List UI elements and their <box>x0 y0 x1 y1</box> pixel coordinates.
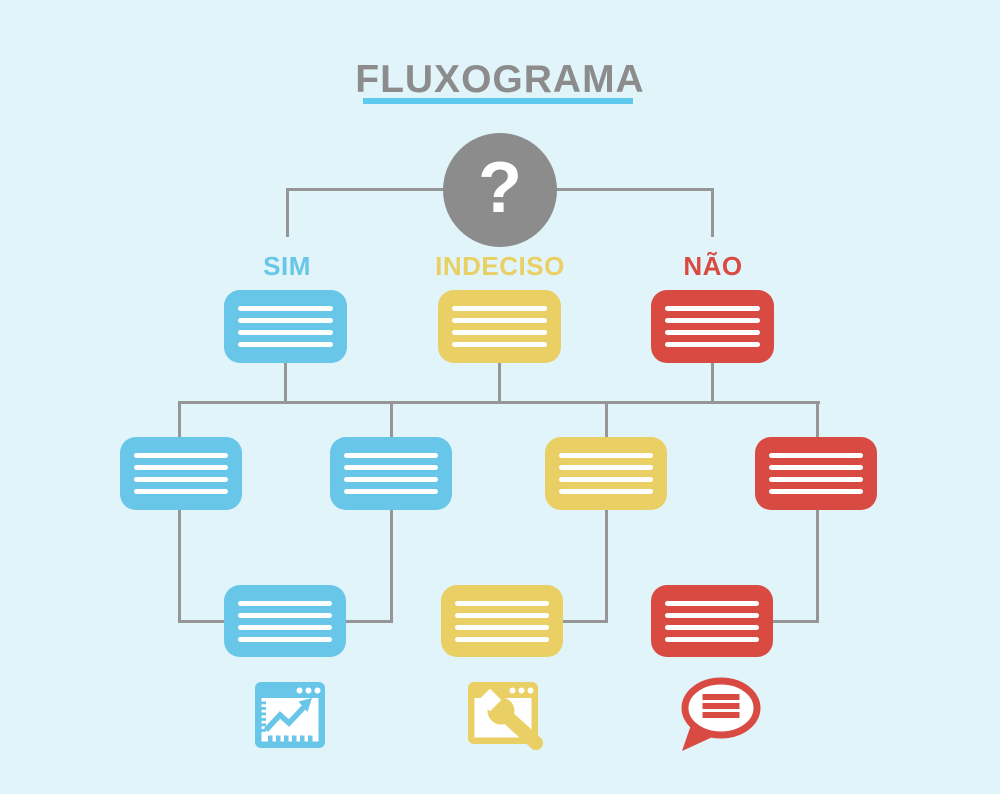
row3-box-2-yellow <box>441 585 563 657</box>
placeholder-text-line <box>344 477 438 482</box>
wrench-window-icon <box>468 682 543 750</box>
connector-row2-drop-3 <box>605 401 608 623</box>
placeholder-text-line <box>559 453 653 458</box>
placeholder-text-line <box>452 330 547 335</box>
placeholder-text-line <box>559 465 653 470</box>
placeholder-text-line <box>769 453 863 458</box>
placeholder-text-line <box>452 306 547 311</box>
placeholder-text-line <box>455 612 549 618</box>
connector-row1-drop-indeciso <box>498 361 501 404</box>
row1-box-3-red <box>651 290 774 363</box>
connector-top-right-drop <box>711 188 714 237</box>
placeholder-text-line <box>559 477 653 482</box>
row1-box-2-yellow <box>438 290 561 363</box>
placeholder-text-line <box>769 489 863 494</box>
placeholder-text-line <box>665 330 760 335</box>
branch-label-indeciso: INDECISO <box>435 251 565 281</box>
placeholder-text-line <box>665 624 759 630</box>
connector-distribution-line <box>178 401 820 404</box>
placeholder-text-line <box>134 465 228 470</box>
placeholder-text-line <box>134 489 228 494</box>
placeholder-text-line <box>344 465 438 470</box>
placeholder-text-line <box>238 342 333 347</box>
placeholder-text-line <box>559 489 653 494</box>
placeholder-text-line <box>769 477 863 482</box>
connector-row1-drop-sim <box>284 361 287 404</box>
connector-row2-drop-2 <box>390 401 393 623</box>
placeholder-text-line <box>665 306 760 311</box>
placeholder-text-line <box>665 318 760 323</box>
placeholder-text-line <box>665 636 759 642</box>
row2-box-3-yellow <box>545 437 667 510</box>
row3-box-3-red <box>651 585 773 657</box>
placeholder-text-line <box>238 624 332 630</box>
row3-box-1-blue <box>224 585 346 657</box>
row2-box-1-blue <box>120 437 242 510</box>
placeholder-text-line <box>455 636 549 642</box>
connector-bottom-link-3 <box>770 620 819 623</box>
connector-row2-drop-4 <box>816 401 819 623</box>
placeholder-text-line <box>455 624 549 630</box>
page-title: FLUXOGRAMA <box>355 58 645 101</box>
question-mark: ? <box>478 148 522 228</box>
row2-box-4-red <box>755 437 877 510</box>
placeholder-text-line <box>238 318 333 323</box>
connector-row1-drop-nao <box>711 361 714 404</box>
placeholder-text-line <box>238 306 333 311</box>
line-chart-window-icon <box>255 682 325 748</box>
title-underline <box>363 98 633 104</box>
placeholder-text-line <box>344 489 438 494</box>
placeholder-text-line <box>134 477 228 482</box>
connector-bottom-link-2 <box>560 620 608 623</box>
placeholder-text-line <box>134 453 228 458</box>
placeholder-text-line <box>238 636 332 642</box>
placeholder-text-line <box>455 600 549 606</box>
branch-label-sim: SIM <box>263 251 311 281</box>
placeholder-text-line <box>238 612 332 618</box>
placeholder-text-line <box>452 318 547 323</box>
placeholder-text-line <box>665 612 759 618</box>
placeholder-text-line <box>665 600 759 606</box>
connector-top-left-drop <box>286 188 289 237</box>
root-question-node: ? <box>443 133 557 247</box>
branch-label-nao: NÃO <box>683 251 743 281</box>
placeholder-text-line <box>238 600 332 606</box>
speech-bubble-icon <box>681 677 761 751</box>
row1-box-1-blue <box>224 290 347 363</box>
placeholder-text-line <box>665 342 760 347</box>
placeholder-text-line <box>344 453 438 458</box>
placeholder-text-line <box>238 330 333 335</box>
row2-box-2-blue <box>330 437 452 510</box>
connector-row2-drop-1 <box>178 401 181 623</box>
placeholder-text-line <box>769 465 863 470</box>
placeholder-text-line <box>452 342 547 347</box>
